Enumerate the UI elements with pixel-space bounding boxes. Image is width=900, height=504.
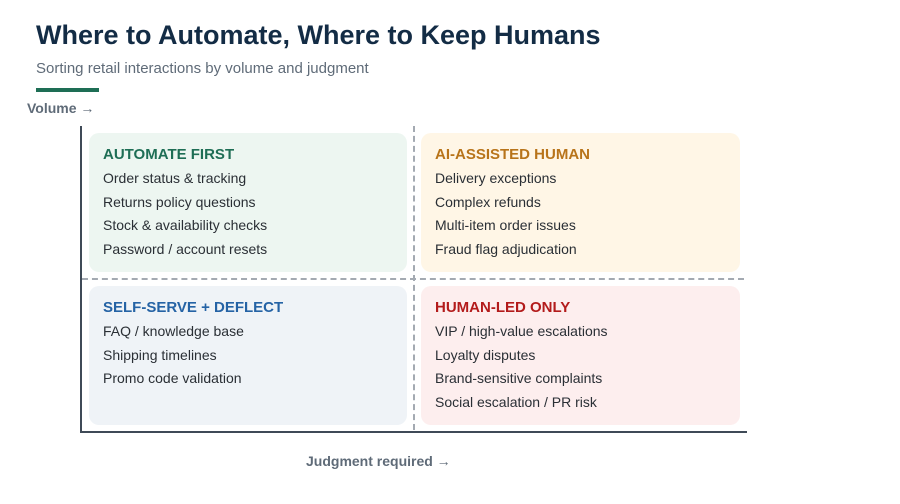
list-item: Delivery exceptions (435, 170, 557, 186)
quadrant-title: AI-ASSISTED HUMAN (435, 146, 591, 163)
quadrant-items: Delivery exceptions Complex refunds Mult… (435, 170, 726, 257)
page-subtitle: Sorting retail interactions by volume an… (36, 60, 369, 77)
horizontal-divider (82, 278, 744, 280)
title-accent-bar (36, 88, 99, 92)
list-item: Promo code validation (103, 370, 242, 386)
quadrant-items: VIP / high-value escalations Loyalty dis… (435, 323, 726, 410)
list-item: Returns policy questions (103, 193, 256, 210)
page-title: Where to Automate, Where to Keep Humans (36, 20, 601, 50)
list-item: Password / account resets (103, 240, 268, 257)
quadrant-title: SELF-SERVE + DEFLECT (103, 299, 284, 316)
x-axis-line (80, 431, 747, 433)
quadrant-title: HUMAN-LED ONLY (435, 299, 571, 316)
quadrant-items: FAQ / knowledge base Shipping timelines … (103, 323, 393, 386)
list-item: Loyalty disputes (435, 346, 536, 363)
quadrant-items: Order status & tracking Returns policy q… (103, 170, 393, 257)
y-axis-line (80, 126, 82, 433)
list-item: Stock & availability checks (103, 217, 268, 233)
list-item: VIP / high-value escalations (435, 323, 608, 339)
quadrant-human-led-only: HUMAN-LED ONLY VIP / high-value escalati… (421, 286, 740, 425)
x-axis-label: Judgment required → (306, 453, 451, 469)
quadrant-title: AUTOMATE FIRST (103, 146, 235, 163)
list-item: Social escalation / PR risk (435, 393, 597, 410)
list-item: Complex refunds (435, 193, 541, 210)
list-item: Fraud flag adjudication (435, 240, 577, 257)
list-item: FAQ / knowledge base (103, 323, 244, 339)
list-item: Shipping timelines (103, 346, 217, 363)
list-item: Multi-item order issues (435, 217, 576, 233)
list-item: Order status & tracking (103, 170, 247, 186)
quadrant-ai-assisted-human: AI-ASSISTED HUMAN Delivery exceptions Co… (421, 133, 740, 272)
quadrant-automate-first: AUTOMATE FIRST Order status & tracking R… (89, 133, 407, 272)
list-item: Brand-sensitive complaints (435, 370, 603, 386)
quadrant-self-serve-deflect: SELF-SERVE + DEFLECT FAQ / knowledge bas… (89, 286, 407, 425)
y-axis-label: Volume → (27, 100, 95, 116)
